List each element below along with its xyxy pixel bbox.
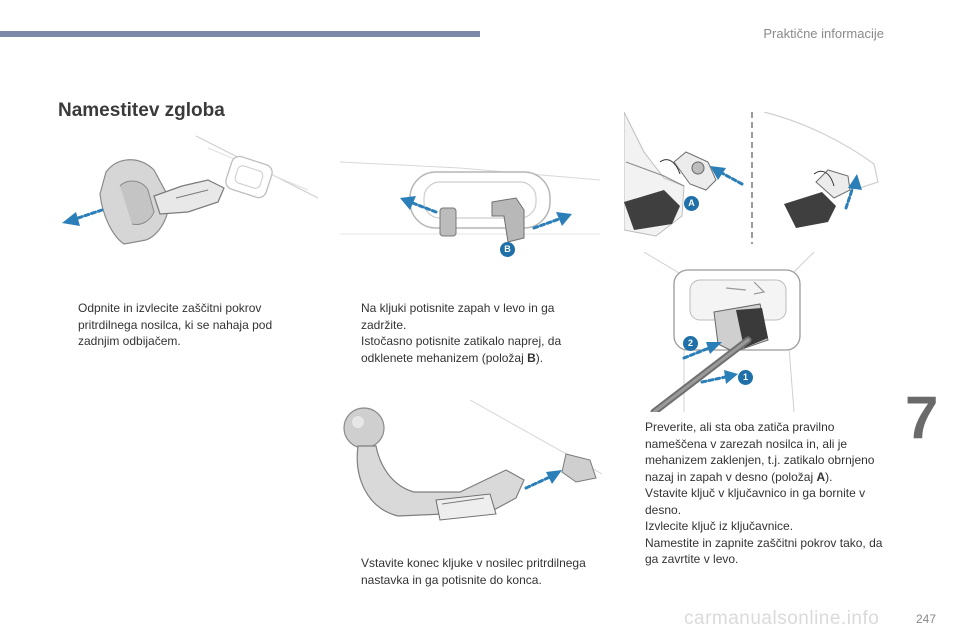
badge-2: 2 [683, 336, 698, 351]
instruction-item: Vstavite ključ v ključavnico in ga borni… [625, 485, 887, 518]
instruction-text: Izvlecite ključ iz ključavnice. [645, 519, 794, 533]
instruction-text: Odpnite in izvlecite zaščitni pokrov pri… [78, 301, 273, 348]
chapter-number: 7 [905, 384, 939, 451]
instruction-text: Vstavite ključ v ključavnico in ga borni… [645, 486, 866, 517]
page-number: 247 [916, 612, 937, 626]
instruction-item: Na kljuki potisnite zapah v levo in ga z… [341, 300, 586, 333]
illustration-mechanism-release [340, 150, 600, 262]
illustration-key-lock [644, 252, 814, 412]
instruction-list-insert: Vstavite konec kljuke v nosilec pritrdil… [341, 555, 606, 588]
illustration-hook-insertion [340, 400, 602, 544]
instruction-text: Namestite in zapnite zaščitni pokrov tak… [645, 535, 883, 567]
instruction-text: Preverite, ali sta oba zatiča pravilno n… [645, 420, 875, 484]
instruction-item: Odpnite in izvlecite zaščitni pokrov pri… [58, 300, 303, 350]
instruction-item: Vstavite konec kljuke v nosilec pritrdil… [341, 555, 606, 588]
watermark-text: carmanualsonline.info [684, 608, 880, 629]
illustration-cover-removal [58, 128, 320, 260]
instruction-item: Namestite in zapnite zaščitni pokrov tak… [625, 535, 887, 568]
instruction-list-lock: Preverite, ali sta oba zatiča pravilno n… [625, 419, 887, 568]
instruction-text: Istočasno potisnite zatikalo naprej, da … [361, 334, 562, 365]
instruction-text: Vstavite konec kljuke v nosilec pritrdil… [361, 556, 586, 587]
instruction-item: Preverite, ali sta oba zatiča pravilno n… [625, 419, 887, 485]
illustration-position-a [624, 112, 880, 244]
badge-a: A [684, 196, 699, 211]
badge-b: B [500, 242, 515, 257]
section-title: Praktične informacije [763, 26, 884, 41]
instruction-text-end: ). [825, 469, 833, 484]
instruction-list-release: Na kljuki potisnite zapah v levo in ga z… [341, 300, 586, 366]
badge-1: 1 [738, 370, 753, 385]
position-label: B [527, 350, 536, 365]
instruction-item: Istočasno potisnite zatikalo naprej, da … [341, 333, 586, 366]
page-title: Namestitev zgloba [58, 100, 225, 121]
instruction-text: Na kljuki potisnite zapah v levo in ga z… [361, 301, 555, 332]
header-accent-bar [0, 31, 480, 37]
position-label: A [816, 469, 826, 484]
instruction-text-end: ). [535, 350, 544, 365]
instruction-list-cover: Odpnite in izvlecite zaščitni pokrov pri… [58, 300, 303, 350]
instruction-item: Izvlecite ključ iz ključavnice. [625, 518, 887, 535]
